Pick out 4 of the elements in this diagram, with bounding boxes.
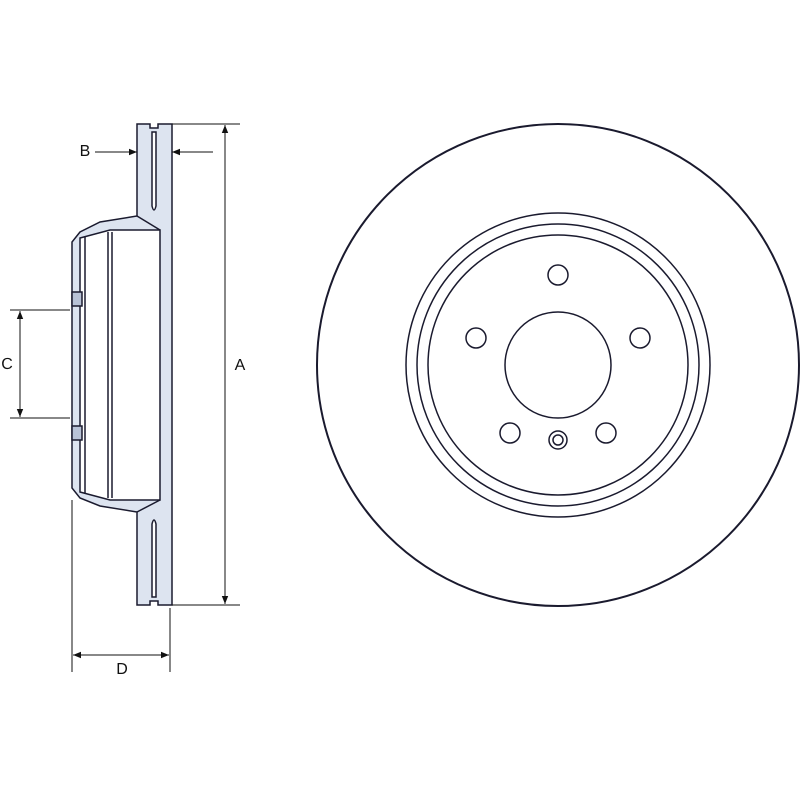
dimension-label: A — [234, 358, 246, 374]
dimension-label: C — [1, 357, 13, 373]
dimension-label: B — [80, 144, 90, 160]
dimension-label: D — [116, 662, 128, 678]
